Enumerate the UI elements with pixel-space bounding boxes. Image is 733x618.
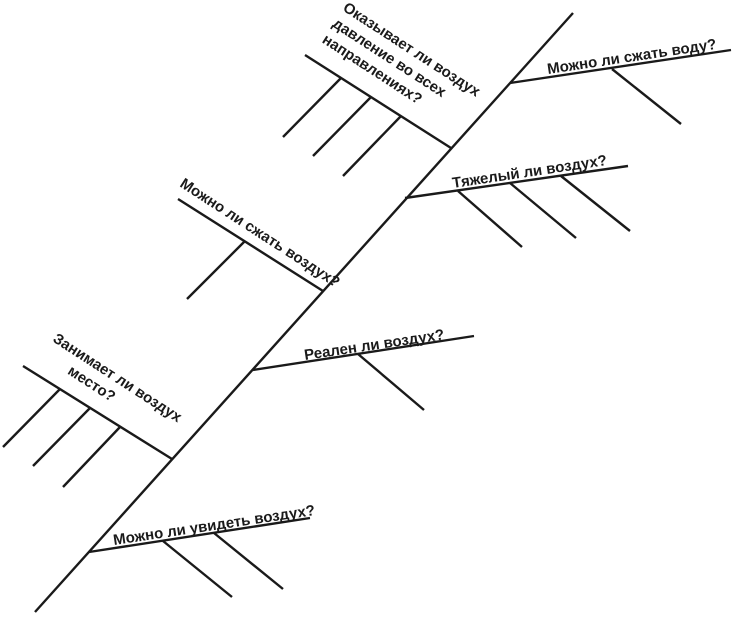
branch-line [252,334,475,372]
sub-branch-line [186,240,246,300]
branch-line [22,364,173,461]
branch-real: Реален ли воздух? [252,326,475,411]
branch-label: Реален ли воздух? [303,326,445,364]
sub-branch-line [611,68,682,125]
branch-line [404,164,629,200]
branch-heavy: Тяжелый ли воздух? [404,152,631,248]
sub-branch-line [312,96,372,157]
branch-compress-air: Можно ли сжать воздух? [177,175,343,300]
sub-branch-line [342,115,402,177]
sub-branch-line [357,353,425,411]
branch-space: Занимает ли воздух место? [2,330,188,488]
branch-water: Можно ли сжать воду? [509,36,732,125]
branch-label: Тяжелый ли воздух? [451,152,608,192]
sub-branch-line [162,540,233,598]
sub-branch-line [2,388,61,448]
branch-label: Занимает ли воздух место? [39,330,188,444]
main-spine [34,12,574,613]
sub-branch-line [509,182,577,239]
sub-branch-line [32,407,91,467]
sub-branch-line [62,426,121,488]
sub-branch-line [213,532,284,590]
sub-branch-line [282,77,342,138]
branch-label: Можно ли увидеть воздух? [112,502,316,549]
branch-pressure: Оказывает ли воздух давление во всех нап… [282,0,487,177]
branch-label: Можно ли сжать воздух? [177,175,343,291]
branch-label: Оказывает ли воздух давление во всех нап… [319,0,487,135]
sub-branch-line [560,175,631,232]
branch-line [304,53,452,150]
branch-line [88,516,311,554]
branch-line [509,48,732,85]
sub-branch-line [457,190,523,248]
branch-line [177,197,324,293]
branch-see: Можно ли увидеть воздух? [88,502,316,598]
